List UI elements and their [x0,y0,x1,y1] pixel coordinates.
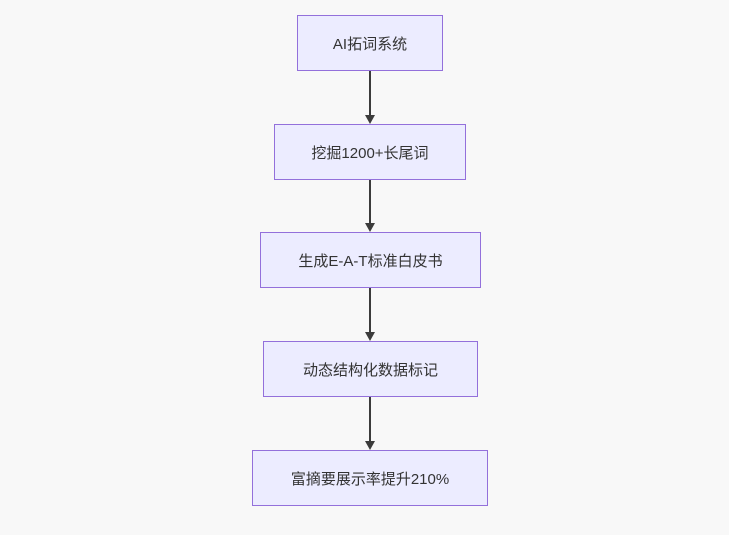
flow-node-label: 挖掘1200+长尾词 [311,144,429,162]
flow-node-eat-whitepaper: 生成E-A-T标准白皮书 [260,232,481,288]
arrow-down-icon [365,441,375,450]
flow-arrow-3 [364,288,376,341]
arrow-down-icon [365,223,375,232]
arrow-line [369,180,371,223]
flow-arrow-2 [364,180,376,232]
arrow-line [369,397,371,441]
arrow-line [369,71,371,115]
flow-node-structured-data-markup: 动态结构化数据标记 [263,341,478,397]
flow-node-longtail-mining: 挖掘1200+长尾词 [274,124,466,180]
flow-node-label: AI拓词系统 [332,35,408,53]
flow-node-ai-word-expansion: AI拓词系统 [297,15,443,71]
flow-node-label: 动态结构化数据标记 [302,361,438,379]
arrow-line [369,288,371,332]
flow-arrow-4 [364,397,376,450]
arrow-down-icon [365,332,375,341]
flow-arrow-1 [364,71,376,124]
arrow-down-icon [365,115,375,124]
flow-node-label: 富摘要展示率提升210% [290,470,450,488]
flow-node-label: 生成E-A-T标准白皮书 [298,252,443,270]
flow-node-rich-snippet-result: 富摘要展示率提升210% [252,450,488,506]
